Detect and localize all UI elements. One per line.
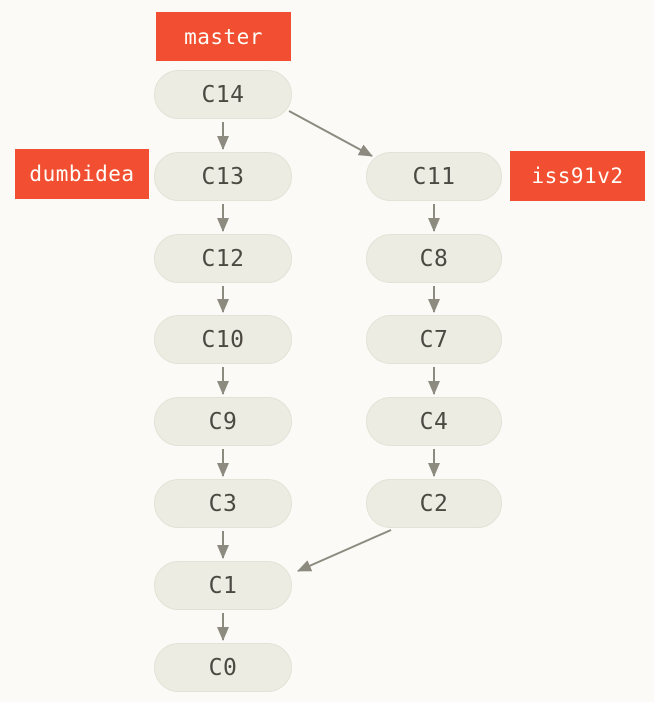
commit-id: C1 <box>208 572 238 599</box>
commit-id: C8 <box>419 245 449 272</box>
commit-node-c2: C2 <box>366 479 502 528</box>
branch-label-text: dumbidea <box>29 162 135 186</box>
branch-label-dumbidea: dumbidea <box>15 149 149 199</box>
commit-id: C10 <box>201 326 245 353</box>
commit-node-c0: C0 <box>154 643 292 692</box>
commit-id: C9 <box>208 408 238 435</box>
commit-node-c4: C4 <box>366 397 502 446</box>
commit-id: C7 <box>419 326 449 353</box>
branch-label-text: iss91v2 <box>531 164 624 188</box>
commit-id: C3 <box>208 490 238 517</box>
commit-node-c3: C3 <box>154 479 292 528</box>
commit-id: C0 <box>208 654 238 681</box>
commit-id: C13 <box>201 163 245 190</box>
commit-node-c8: C8 <box>366 234 502 283</box>
branch-label-text: master <box>184 24 263 49</box>
edge-c2-c1 <box>297 529 392 572</box>
commit-id: C2 <box>419 490 449 517</box>
edge-c14-c11 <box>288 110 373 157</box>
branch-label-iss91v2: iss91v2 <box>510 151 645 201</box>
commit-id: C14 <box>201 81 245 108</box>
commit-id: C12 <box>201 245 245 272</box>
commit-node-c1: C1 <box>154 561 292 610</box>
commit-node-c12: C12 <box>154 234 292 283</box>
commit-node-c10: C10 <box>154 315 292 364</box>
branch-label-master: master <box>156 12 291 61</box>
commit-node-c9: C9 <box>154 397 292 446</box>
commit-node-c14: C14 <box>154 70 292 119</box>
commit-node-c13: C13 <box>154 152 292 201</box>
commit-id: C11 <box>412 163 456 190</box>
commit-node-c11: C11 <box>366 152 502 201</box>
commit-node-c7: C7 <box>366 315 502 364</box>
commit-id: C4 <box>419 408 449 435</box>
